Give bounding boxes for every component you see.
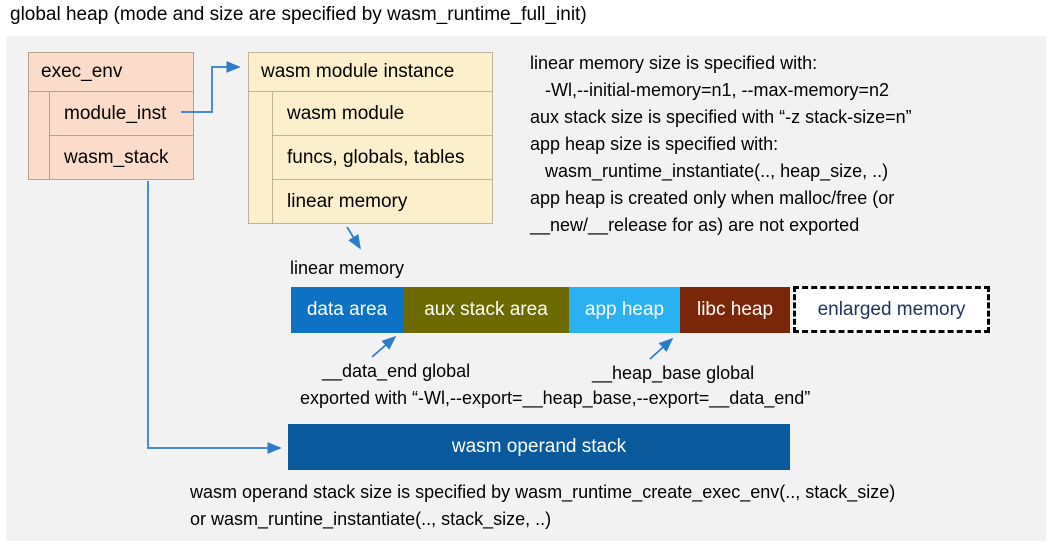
segment-libc-heap: libc heap	[680, 287, 790, 333]
exec-env-box: exec_env module_inst wasm_stack	[28, 52, 194, 180]
exec-env-row-wasm-stack: wasm_stack	[64, 147, 169, 168]
exec-env-gutter	[29, 92, 50, 180]
module-instance-row-wasm-module: wasm module	[273, 92, 492, 136]
note-line: wasm_runtime_instantiate(.., heap_size, …	[530, 161, 889, 181]
module-instance-gutter	[249, 92, 273, 224]
exec-env-row-module-inst: module_inst	[50, 92, 193, 136]
note-line: app heap size is specified with:	[530, 134, 779, 154]
note-line: or wasm_runtine_instantiate(.., stack_si…	[190, 509, 552, 529]
data-end-global-label: __data_end global	[322, 361, 471, 381]
exec-env-body: module_inst wasm_stack	[29, 92, 193, 180]
exec-env-header: exec_env	[29, 53, 193, 92]
note-line: aux stack size is specified with “-z sta…	[530, 107, 912, 127]
page-title: global heap (mode and size are specified…	[10, 4, 587, 25]
segment-enlarged-memory: enlarged memory	[793, 286, 990, 333]
module-instance-row-funcs-globals-tables: funcs, globals, tables	[273, 136, 492, 180]
heap-base-global-label: __heap_base global	[592, 363, 755, 383]
segment-aux-stack-area: aux stack area	[403, 287, 569, 333]
module-instance-body: wasm module funcs, globals, tables linea…	[249, 92, 492, 224]
wasm-operand-stack-bar: wasm operand stack	[288, 424, 790, 470]
operand-stack-notes: wasm operand stack size is specified by …	[190, 479, 895, 533]
module-instance-header: wasm module instance	[249, 53, 492, 92]
linear-memory-label: linear memory	[290, 258, 405, 278]
note-line: -Wl,--initial-memory=n1, --max-memory=n2	[530, 80, 890, 100]
segment-app-heap: app heap	[569, 287, 680, 333]
note-line: app heap is created only when malloc/fre…	[530, 188, 895, 208]
note-line: linear memory size is specified with:	[530, 53, 818, 73]
exported-with-label: exported with “-Wl,--export=__heap_base,…	[300, 388, 811, 408]
segment-data-area: data area	[291, 287, 403, 333]
linear-memory-bar: data area aux stack area app heap libc h…	[291, 287, 790, 333]
module-instance-row-linear-memory: linear memory	[287, 191, 408, 212]
note-line: wasm operand stack size is specified by …	[190, 482, 896, 502]
note-line: __new/__release for as) are not exported	[530, 215, 860, 235]
memory-size-notes: linear memory size is specified with: -W…	[530, 50, 912, 239]
module-instance-box: wasm module instance wasm module funcs, …	[248, 52, 493, 224]
